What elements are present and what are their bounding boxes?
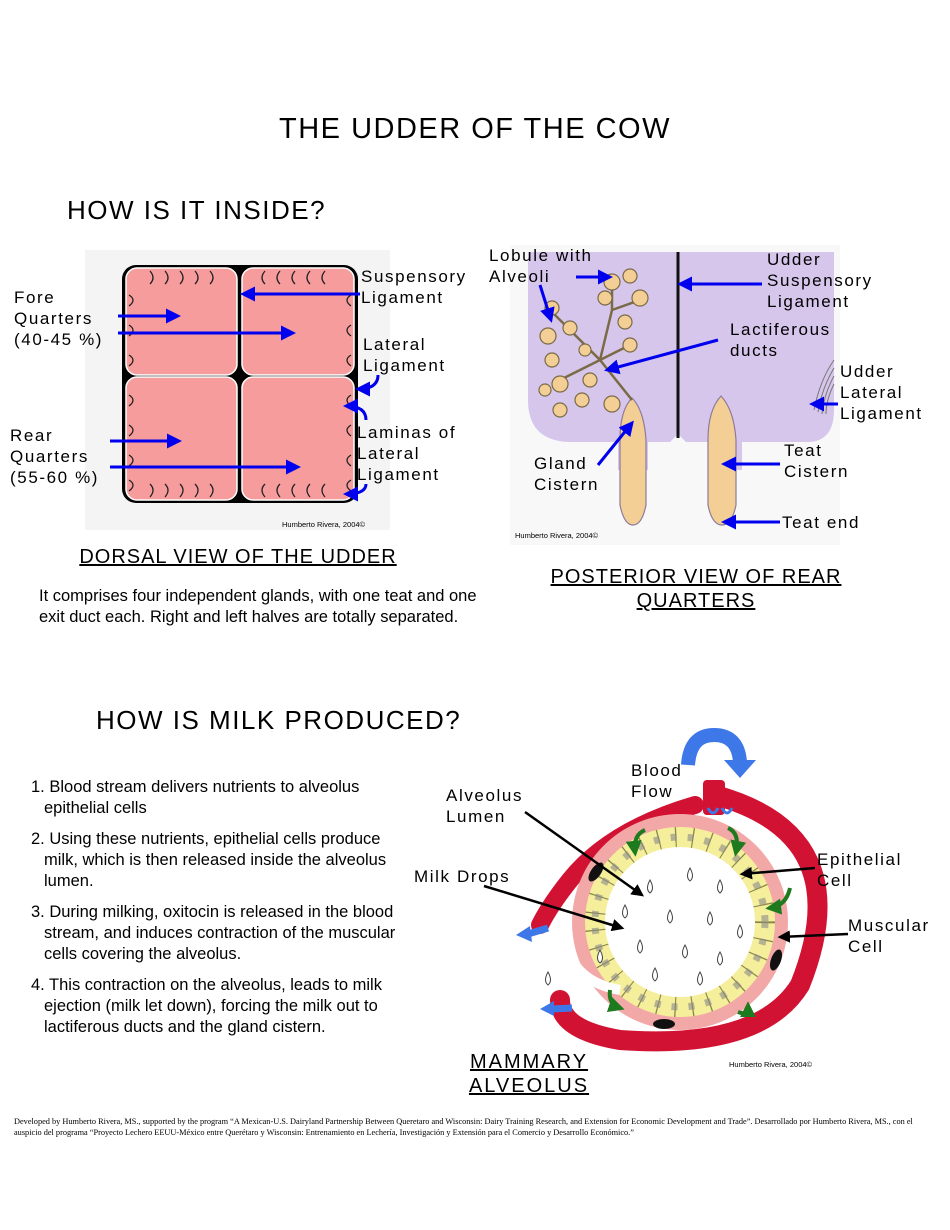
label-laminas-lateral-ligament: Laminas of Lateral Ligament	[357, 423, 457, 484]
alveolus-arrows	[483, 810, 849, 943]
label-teat-end: Teat end	[782, 513, 861, 532]
posterior-caption: POSTERIOR VIEW OF REAR QUARTERS	[550, 566, 842, 612]
section-heading-inside: HOW IS IT INSIDE?	[67, 195, 327, 225]
label-muscular-cell: Muscular Cell	[848, 916, 930, 956]
posterior-udder-illustration	[510, 245, 840, 545]
step-4: 4. This contraction on the alveolus, lea…	[31, 976, 382, 1036]
label-alveolus-lumen: Alveolus Lumen	[446, 786, 524, 826]
label-suspensory-ligament: Suspensory Ligament	[361, 267, 467, 307]
page-title: THE UDDER OF THE COW	[279, 113, 671, 145]
label-milk-drops: Milk Drops	[414, 867, 511, 886]
dorsal-arrows	[110, 286, 380, 502]
label-blood-flow: Blood Flow	[631, 761, 683, 801]
label-lactiferous-ducts: Lactiferous ducts	[730, 320, 831, 360]
dorsal-udder-illustration	[85, 250, 390, 530]
alveolus-credit: Humberto Rivera, 2004©	[729, 1060, 813, 1069]
footer-credits: Developed by Humberto Rivera, MS., suppo…	[14, 1117, 913, 1137]
posterior-arrows	[538, 269, 838, 530]
label-teat-cistern: Teat Cistern	[784, 441, 850, 481]
label-udder-suspensory-ligament: Udder Suspensory Ligament	[767, 250, 873, 311]
step-3: 3. During milking, oxitocin is released …	[31, 903, 396, 963]
posterior-credit: Humberto Rivera, 2004©	[515, 531, 599, 540]
section-heading-milk: HOW IS MILK PRODUCED?	[96, 705, 462, 735]
label-lobule-alveoli: Lobule with Alveoli	[489, 246, 593, 286]
label-gland-cistern: Gland Cistern	[534, 454, 600, 494]
label-lateral-ligament: Lateral Ligament	[363, 335, 446, 375]
label-rear-quarters: Rear Quarters (55-60 %)	[10, 426, 100, 487]
label-epithelial-cell: Epithelial Cell	[817, 850, 902, 890]
step-2: 2. Using these nutrients, epithelial cel…	[31, 830, 387, 890]
dorsal-credit: Humberto Rivera, 2004©	[282, 520, 366, 529]
alveolus-caption: MAMMARY ALVEOLUS	[468, 1051, 590, 1097]
step-1: 1. Blood stream delivers nutrients to al…	[31, 778, 360, 817]
label-udder-lateral-ligament: Udder Lateral Ligament	[840, 362, 923, 423]
dorsal-description: It comprises four independent glands, wi…	[39, 587, 477, 626]
label-fore-quarters: Fore Quarters (40-45 %)	[14, 288, 104, 349]
dorsal-caption: DORSAL VIEW OF THE UDDER	[79, 546, 397, 568]
milk-production-steps: 1. Blood stream delivers nutrients to al…	[31, 777, 401, 1048]
